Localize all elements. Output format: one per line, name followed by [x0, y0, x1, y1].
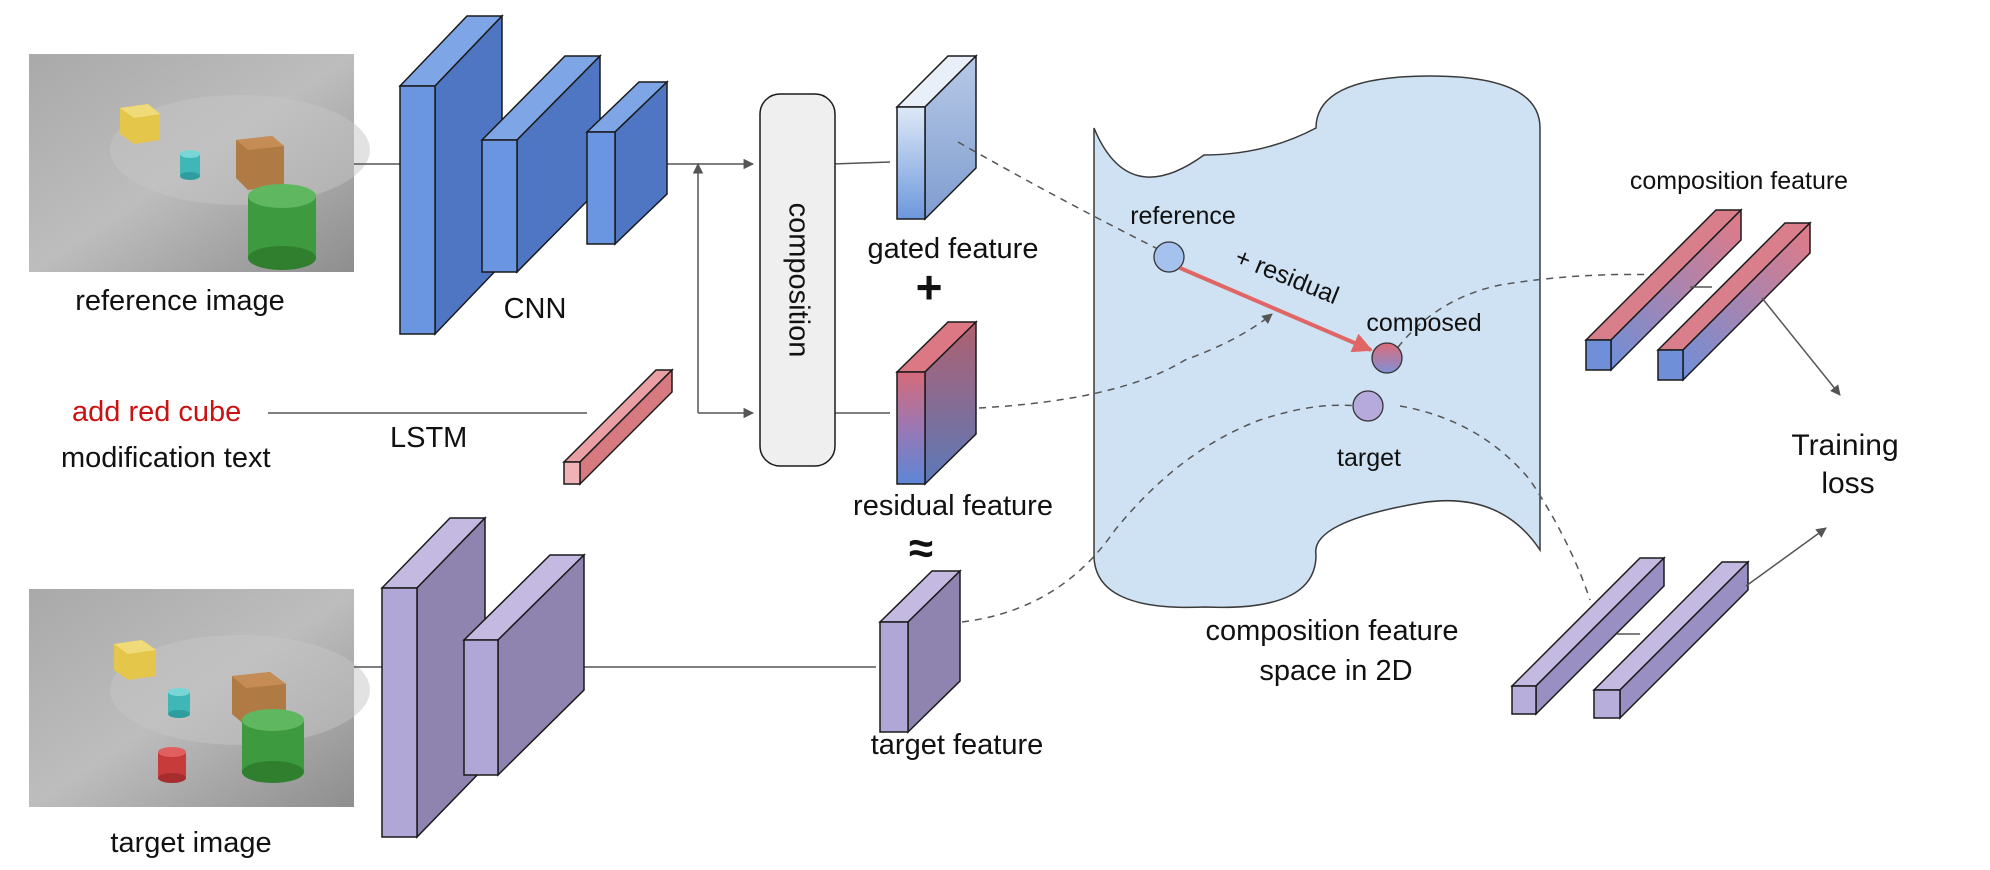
composition-feature-bar-1: [1584, 208, 1743, 372]
reference-point: [1153, 241, 1185, 273]
target-feature-bars: [1510, 556, 1750, 720]
composed-point-label: composed: [1366, 309, 1481, 337]
modification-text-label: modification text: [61, 442, 271, 474]
target-point-label: target: [1337, 444, 1401, 472]
composed-point: [1371, 342, 1403, 374]
composition-feature-bar-2: [1656, 221, 1812, 382]
plus-sign: +: [916, 261, 943, 313]
training-loss-label-line1: Training: [1791, 429, 1898, 462]
composition-feature-bars: [1584, 208, 1812, 382]
residual-arrow: [1179, 266, 1373, 353]
lstm-label: LSTM: [390, 422, 467, 454]
composition-label: composition: [782, 203, 814, 358]
connector-lines: [268, 158, 891, 668]
target-image-thumbnail: [29, 589, 370, 807]
cyan-cylinder: [180, 150, 200, 180]
composition-feature-space: [1093, 75, 1541, 609]
composition-feature-label: composition feature: [1630, 167, 1848, 195]
cyan-cylinder: [168, 688, 190, 718]
brown-cube: [236, 136, 284, 190]
target-feature-bar-1: [1510, 556, 1666, 716]
residual-feature-label: residual feature: [853, 490, 1053, 522]
target-feature-block: [878, 569, 962, 734]
gated-feature-label: gated feature: [868, 233, 1039, 265]
lstm-feature-bar: [562, 368, 674, 486]
cnn-block-3: [585, 80, 669, 246]
residual-feature-block: [895, 320, 978, 486]
gated-feature-block: [895, 54, 978, 221]
green-cylinder: [242, 709, 304, 783]
feature-space-label-line2: space in 2D: [1259, 655, 1412, 687]
yellow-cube: [120, 104, 160, 144]
reference-point-label: reference: [1130, 202, 1236, 230]
cnn-label: CNN: [504, 293, 567, 325]
target-feature-label: target feature: [871, 729, 1044, 761]
target-cnn-block-2: [462, 553, 586, 777]
composition-module: composition: [759, 93, 836, 467]
green-cylinder: [248, 184, 316, 270]
cnn-blocks: [398, 14, 669, 336]
cnn-block-2: [480, 54, 602, 274]
target-point: [1352, 390, 1384, 422]
training-loss-label-line2: loss: [1821, 467, 1874, 500]
reference-image-thumbnail: [29, 54, 370, 272]
yellow-cube: [114, 640, 156, 680]
target-image-label: target image: [110, 827, 271, 859]
approx-sign: ≈: [909, 524, 933, 573]
reference-image-label: reference image: [75, 285, 285, 317]
target-cnn-blocks: [380, 516, 586, 839]
loss-arrows: [1745, 297, 1841, 587]
red-cylinder: [158, 747, 186, 783]
feature-space-label-line1: composition feature: [1205, 615, 1458, 647]
modification-text-value: add red cube: [72, 396, 241, 428]
dashed-mapping-lines: [957, 141, 1661, 623]
target-feature-bar-2: [1592, 560, 1750, 720]
